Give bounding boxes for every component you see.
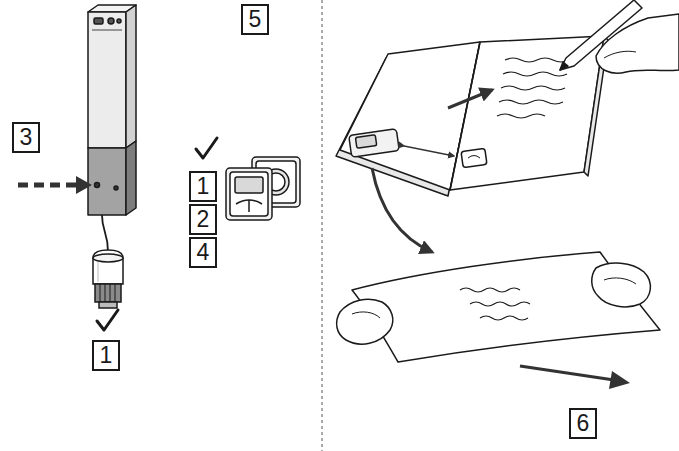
controller-unit bbox=[88, 12, 126, 148]
insert-arrow bbox=[18, 176, 92, 194]
check-mark bbox=[196, 138, 217, 158]
controller-unit bbox=[126, 141, 136, 215]
callout-box: 3 bbox=[12, 122, 40, 153]
callout-number: 3 bbox=[20, 126, 33, 149]
callout-number: 2 bbox=[197, 208, 210, 231]
callout-number: 1 bbox=[100, 344, 113, 367]
callout-number: 1 bbox=[197, 175, 210, 198]
pull-arrow bbox=[520, 366, 630, 389]
controller-unit bbox=[88, 148, 126, 215]
callout-number: 4 bbox=[197, 241, 210, 264]
removed-page bbox=[337, 252, 660, 362]
controller-unit bbox=[102, 215, 108, 252]
controller-unit bbox=[95, 183, 100, 188]
controller-unit bbox=[92, 30, 122, 31]
hand-with-pen bbox=[596, 14, 679, 73]
booklet bbox=[499, 100, 563, 104]
fill-arrow bbox=[448, 90, 492, 108]
callout-box: 4 bbox=[189, 237, 217, 268]
controller-unit bbox=[108, 18, 114, 24]
hand-with-pen bbox=[560, 62, 568, 70]
controller-unit bbox=[94, 18, 103, 24]
actuator bbox=[93, 250, 123, 308]
booklet bbox=[501, 86, 565, 90]
callout-box: 2 bbox=[189, 204, 217, 235]
removed-page bbox=[352, 252, 660, 362]
thermostat-digital bbox=[226, 168, 272, 220]
actuator bbox=[95, 284, 121, 302]
link-arrow bbox=[404, 146, 454, 156]
insert-arrow bbox=[18, 183, 76, 188]
actuator bbox=[93, 254, 123, 262]
callout-number: 5 bbox=[249, 8, 262, 31]
callout-box: 1 bbox=[189, 171, 217, 202]
booklet bbox=[497, 114, 545, 118]
hand-with-pen bbox=[560, 0, 679, 73]
pull-arrow bbox=[609, 371, 630, 389]
booklet bbox=[349, 129, 400, 157]
controller-unit bbox=[114, 186, 118, 190]
callout-box: 1 bbox=[92, 340, 120, 371]
tear-arrow bbox=[372, 168, 432, 252]
check-mark bbox=[97, 310, 118, 330]
booklet bbox=[505, 58, 569, 62]
removed-page bbox=[480, 316, 528, 320]
thermostat-digital bbox=[248, 200, 250, 212]
removed-page bbox=[470, 302, 530, 306]
insert-arrow bbox=[76, 176, 92, 194]
booklet bbox=[503, 72, 567, 76]
actuator bbox=[105, 284, 106, 302]
callout-box: 5 bbox=[241, 4, 269, 35]
hand-with-pen bbox=[604, 51, 636, 58]
actuator bbox=[99, 302, 117, 308]
removed-page bbox=[352, 312, 380, 318]
actuator bbox=[110, 284, 111, 302]
thermostat-digital bbox=[235, 177, 263, 193]
controller-unit bbox=[117, 19, 121, 23]
removed-page bbox=[337, 299, 393, 344]
pull-arrow bbox=[520, 366, 614, 380]
divider-line bbox=[322, 0, 323, 451]
thermostat-digital bbox=[230, 172, 268, 216]
actuator bbox=[100, 284, 101, 302]
removed-page bbox=[460, 288, 520, 292]
booklet bbox=[355, 135, 376, 149]
removed-page bbox=[592, 263, 651, 307]
removed-page bbox=[604, 278, 636, 284]
booklet bbox=[461, 148, 487, 167]
thermostat-digital bbox=[226, 168, 272, 220]
booklet bbox=[468, 156, 480, 159]
callout-box: 6 bbox=[569, 408, 597, 439]
controller-unit bbox=[88, 5, 136, 252]
controller-unit bbox=[126, 5, 136, 148]
actuator bbox=[98, 262, 99, 282]
actuator bbox=[93, 250, 123, 284]
actuator bbox=[115, 284, 116, 302]
callout-number: 6 bbox=[577, 412, 590, 435]
